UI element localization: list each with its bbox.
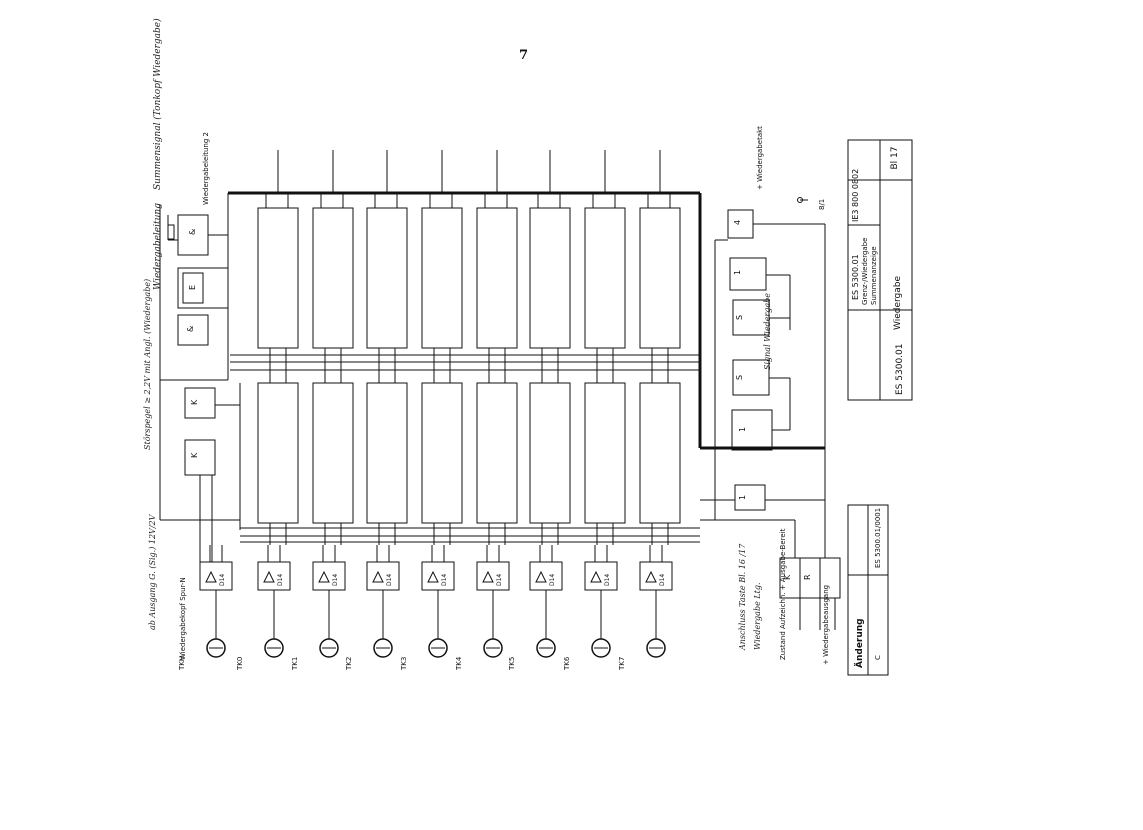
amplifier-symbol-4 bbox=[427, 570, 439, 583]
upper-register-3 bbox=[421, 207, 463, 349]
label-wiedergabe-sum: Summensignal (Tonkopf Wiedergabe) bbox=[152, 18, 163, 190]
resistor-icon bbox=[167, 224, 175, 240]
amplifier-symbol-6 bbox=[535, 570, 547, 583]
amplifier-label-0: D14 bbox=[219, 574, 226, 586]
amplifier-label-2: D14 bbox=[332, 574, 339, 586]
amplifier-label-8: D14 bbox=[659, 574, 666, 586]
lower-register-4 bbox=[476, 382, 518, 524]
lower-register-2 bbox=[366, 382, 408, 524]
upper-register-5 bbox=[529, 207, 571, 349]
label-schwellpegel: Störspegel ≥ 2,2V mit Angl. (Wiedergabe) bbox=[143, 279, 152, 450]
upper-register-7 bbox=[639, 207, 681, 349]
label-signal-wiedergabe: Signal Wiedergabe bbox=[763, 293, 772, 370]
channel-label-8: TK7 bbox=[618, 657, 626, 671]
title-drawing-line1: ES 5300.01 bbox=[851, 254, 860, 300]
page-number: 7 bbox=[519, 48, 529, 63]
amplifier-symbol-8 bbox=[645, 570, 657, 583]
ff-1 bbox=[729, 257, 767, 291]
upper-register-1 bbox=[312, 207, 354, 349]
channel-label-7: TK6 bbox=[563, 656, 571, 671]
gate-e-inner bbox=[182, 272, 204, 304]
channel-label-5: TK4 bbox=[455, 656, 463, 671]
label-wiedergabetakt: + Wiedergabetakt bbox=[756, 126, 764, 190]
label-zustand: Zustand Aufzeichn. + Ausgabe-Bereit bbox=[779, 528, 787, 660]
channel-label-1: TK0 bbox=[236, 657, 244, 671]
amplifier-symbol-2 bbox=[318, 570, 330, 583]
amplifier-label-3: D14 bbox=[386, 574, 393, 586]
amplifier-label-6: D14 bbox=[549, 574, 556, 586]
title-block-frame bbox=[847, 139, 913, 401]
lower-register-3 bbox=[421, 382, 463, 524]
title-sheet: Bl 17 bbox=[890, 147, 900, 170]
amplifier-symbol-1 bbox=[263, 570, 275, 583]
amplifier-symbol-0 bbox=[205, 570, 217, 583]
label-wiedergabe-ltg: Wiedergabe Ltg. bbox=[753, 582, 762, 650]
label-anschluss: Anschluss Taste Bl. 16 /17 bbox=[738, 543, 747, 651]
gate-e-label: E bbox=[188, 285, 197, 290]
ff-s2-label: S bbox=[735, 375, 744, 380]
amplifier-label-7: D14 bbox=[604, 574, 611, 586]
ff-2-label: 1 bbox=[738, 495, 747, 500]
ff-1-label: 1 bbox=[733, 270, 742, 275]
gate-b-label: & bbox=[186, 326, 195, 332]
lower-register-0 bbox=[257, 382, 299, 524]
gate-a-label: & bbox=[188, 229, 197, 235]
amplifier-symbol-7 bbox=[590, 570, 602, 583]
amplifier-label-1: D14 bbox=[277, 574, 284, 586]
gate-r-label: R bbox=[803, 574, 812, 580]
upper-register-6 bbox=[584, 207, 626, 349]
title-sheet-title: Wiedergabe bbox=[893, 276, 903, 330]
revision-box-text: ES 5300.01/0001 bbox=[874, 508, 882, 568]
label-ausgang: ab Ausgang G. (Sig.) 12V/2V bbox=[148, 513, 157, 630]
lower-register-6 bbox=[584, 382, 626, 524]
ff-s-label: S bbox=[735, 315, 744, 320]
gate-k-label: K bbox=[190, 399, 199, 405]
channel-label-3: TK2 bbox=[345, 657, 353, 671]
label-wiedergabe-leitung: Wiedergabeleitung 2 bbox=[202, 132, 210, 205]
output-gates bbox=[779, 557, 841, 599]
lower-register-7 bbox=[639, 382, 681, 524]
label-wiederg-leitung: Wiedergabeleitung bbox=[153, 203, 163, 290]
label-wiedergabekopf: Wiedergabekopf Spur-N bbox=[179, 577, 187, 660]
lower-register-5 bbox=[529, 382, 571, 524]
lower-register-1 bbox=[312, 382, 354, 524]
revision-box-title: Änderung bbox=[854, 618, 865, 668]
title-drawing-no: IE3 800 0802 bbox=[851, 169, 860, 222]
upper-register-4 bbox=[476, 207, 518, 349]
gate-k2b-label: K bbox=[783, 574, 792, 580]
title-doc-number: ES 5300.01 bbox=[895, 344, 905, 395]
revision-box-frame bbox=[847, 504, 889, 676]
upper-register-0 bbox=[257, 207, 299, 349]
gate-u-label: 1 bbox=[738, 427, 747, 432]
legend-mark: 8/1 bbox=[818, 199, 826, 210]
upper-register-2 bbox=[366, 207, 408, 349]
channel-label-0: TKH bbox=[178, 656, 186, 671]
amplifier-label-4: D14 bbox=[441, 574, 448, 586]
gate-k2-label: K bbox=[190, 452, 199, 458]
amplifier-symbol-3 bbox=[372, 570, 384, 583]
amplifier-symbol-5 bbox=[482, 570, 494, 583]
gate-4-label: 4 bbox=[733, 220, 742, 225]
channel-label-2: TK1 bbox=[291, 657, 299, 671]
channel-label-6: TK5 bbox=[508, 657, 516, 671]
title-drawing-line3: Summenanzeige bbox=[870, 246, 878, 305]
title-drawing-line2: Grenz-/Wiedergabe bbox=[861, 238, 869, 305]
label-wiedergabe-ausgang: + Wiedergabeausgang bbox=[822, 585, 830, 665]
gate-k-upper bbox=[184, 387, 216, 419]
amplifier-label-5: D14 bbox=[496, 574, 503, 586]
revision-index: C bbox=[874, 655, 882, 660]
channel-label-4: TK3 bbox=[400, 657, 408, 671]
gate-b bbox=[177, 314, 209, 346]
ff-2 bbox=[734, 484, 766, 511]
